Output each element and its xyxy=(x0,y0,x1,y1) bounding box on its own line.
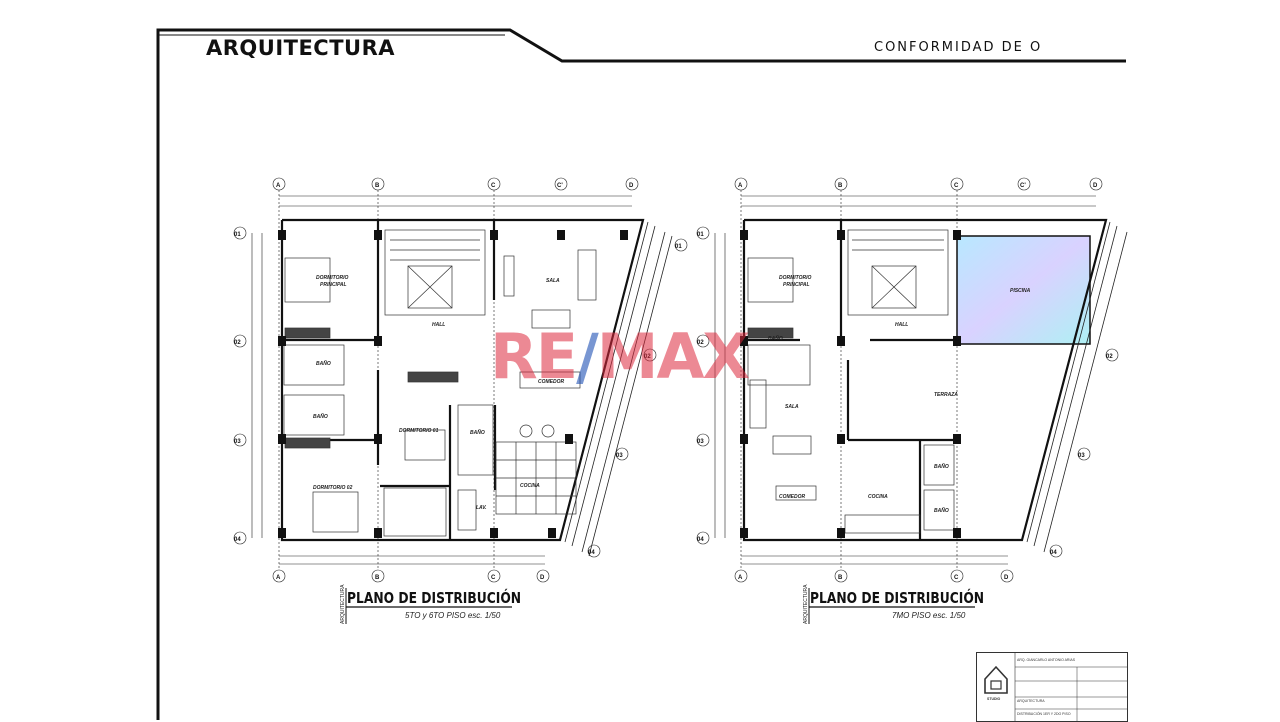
room-label: COMEDOR xyxy=(779,494,806,500)
svg-text:A: A xyxy=(276,575,281,581)
svg-text:04: 04 xyxy=(234,537,241,543)
svg-text:C: C xyxy=(954,575,959,581)
svg-text:C': C' xyxy=(557,183,563,189)
stamp-logo-text: STUDIO xyxy=(987,697,1001,701)
stamp-specialty: ARQUITECTURA xyxy=(1017,699,1045,703)
room-label: BAÑO xyxy=(470,429,485,436)
svg-text:03: 03 xyxy=(234,439,241,445)
room-label: TERRAZA xyxy=(934,392,958,398)
architect-name: ARQ. GIANCARLO ANTONIO ARIAS xyxy=(1017,658,1076,662)
room-label: PISCINA xyxy=(1010,288,1031,294)
svg-text:01: 01 xyxy=(697,232,704,238)
svg-text:A: A xyxy=(276,183,281,189)
stamp-sheet-title: DISTRIBUCIÓN 1ER Y 2DO PISO xyxy=(1017,712,1071,716)
svg-text:C: C xyxy=(491,183,496,189)
room-label: BAÑO xyxy=(768,335,783,342)
room-label: SALA xyxy=(546,278,560,284)
svg-text:D: D xyxy=(1093,183,1098,189)
room-label: DORMITORIO xyxy=(316,275,349,281)
svg-text:02: 02 xyxy=(644,354,651,360)
svg-text:B: B xyxy=(375,183,380,189)
pool xyxy=(956,235,1091,345)
room-label: COMEDOR xyxy=(538,379,565,385)
room-label: DORMITORIO 01 xyxy=(399,428,439,434)
svg-text:B: B xyxy=(838,183,843,189)
svg-text:C: C xyxy=(491,575,496,581)
room-label: DORMITORIO xyxy=(779,275,812,281)
room-label: COCINA xyxy=(520,483,540,489)
plan-2-subtitle: 7MO PISO esc. 1/50 xyxy=(892,611,966,620)
remax-watermark: RE/MAX xyxy=(490,320,750,393)
svg-text:B: B xyxy=(838,575,843,581)
svg-text:B: B xyxy=(375,575,380,581)
approval-title: CONFORMIDAD DE O xyxy=(874,40,1043,55)
svg-text:04: 04 xyxy=(697,537,704,543)
svg-text:03: 03 xyxy=(616,453,623,459)
room-label: PRINCIPAL xyxy=(783,282,810,288)
room-label: PRINCIPAL xyxy=(320,282,347,288)
room-label: BAÑO xyxy=(934,463,949,470)
svg-text:04: 04 xyxy=(588,550,595,556)
svg-text:01: 01 xyxy=(675,244,682,250)
studio-logo xyxy=(984,653,1127,721)
plan-2-side-label: ARQUITECTURA xyxy=(803,584,809,624)
room-label: DORMITORIO 02 xyxy=(313,485,353,491)
section-title: ARQUITECTURA xyxy=(206,36,396,60)
room-label: BAÑO xyxy=(934,507,949,514)
title-block: ARQ. GIANCARLO ANTONIO ARIAS ARQUITECTUR… xyxy=(976,652,1128,722)
svg-text:02: 02 xyxy=(1106,354,1113,360)
svg-text:03: 03 xyxy=(1078,453,1085,459)
room-label: BAÑO xyxy=(313,413,328,420)
room-label: COCINA xyxy=(868,494,888,500)
svg-text:C: C xyxy=(954,183,959,189)
svg-text:D: D xyxy=(1004,575,1009,581)
svg-text:D: D xyxy=(629,183,634,189)
svg-text:04: 04 xyxy=(1050,550,1057,556)
room-label: BAÑO xyxy=(316,360,331,367)
room-label: SALA xyxy=(785,404,799,410)
plan-1-title: PLANO DE DISTRIBUCIÓN xyxy=(347,589,522,607)
svg-text:02: 02 xyxy=(697,340,704,346)
svg-text:D: D xyxy=(540,575,545,581)
room-label: LAV. xyxy=(476,505,487,511)
svg-text:A: A xyxy=(738,183,743,189)
svg-text:C': C' xyxy=(1020,183,1026,189)
svg-text:01: 01 xyxy=(234,232,241,238)
plan-1-subtitle: 5TO y 6TO PISO esc. 1/50 xyxy=(405,611,501,620)
svg-text:A: A xyxy=(738,575,743,581)
room-label: HALL xyxy=(895,322,908,328)
svg-text:02: 02 xyxy=(234,340,241,346)
plan-2-title: PLANO DE DISTRIBUCIÓN xyxy=(810,589,985,607)
svg-text:03: 03 xyxy=(697,439,704,445)
room-label: HALL xyxy=(432,322,445,328)
